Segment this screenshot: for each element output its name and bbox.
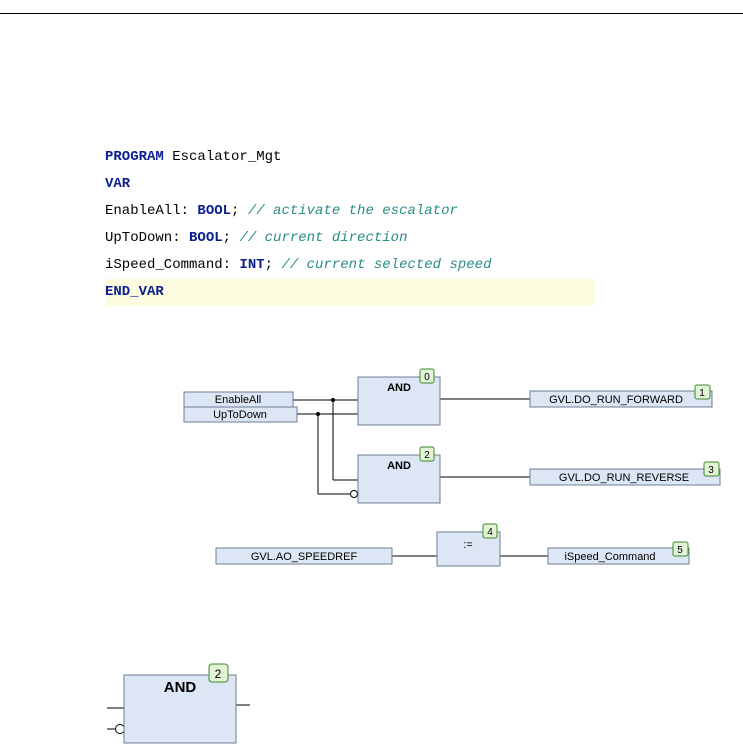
- input-speedref-label: GVL.AO_SPEEDREF: [251, 551, 358, 563]
- code-editor[interactable]: PROGRAM Escalator_Mgt VAR EnableAll: BOO…: [105, 144, 595, 306]
- assign-block-4-index: 4: [487, 527, 493, 538]
- var-type-uptodown: BOOL: [189, 230, 223, 246]
- input-enableall[interactable]: EnableAll: [183, 391, 294, 408]
- output-forward[interactable]: GVL.DO_RUN_FORWARD: [529, 390, 713, 408]
- index-badge: 0: [419, 368, 435, 384]
- input-uptodown[interactable]: UpToDown: [183, 406, 298, 423]
- var-name-uptodown: UpToDown:: [105, 230, 190, 246]
- and-block-0-index: 0: [424, 372, 430, 383]
- keyword-var: VAR: [105, 176, 131, 192]
- input-enableall-label: EnableAll: [215, 394, 261, 406]
- semicolon: ;: [231, 203, 248, 219]
- index-badge: 2: [208, 663, 229, 683]
- index-badge: 2: [419, 446, 435, 462]
- output-reverse-index: 3: [708, 465, 714, 476]
- output-forward-label: GVL.DO_RUN_FORWARD: [549, 394, 683, 406]
- keyword-end-var: END_VAR: [105, 284, 164, 300]
- input-speedref[interactable]: GVL.AO_SPEEDREF: [215, 547, 393, 565]
- output-speed-index: 5: [677, 545, 683, 556]
- comment-enableall: // activate the escalator: [247, 203, 458, 219]
- output-forward-index: 1: [699, 388, 705, 399]
- index-badge: 3: [703, 461, 720, 477]
- code-line-enableall: EnableAll: BOOL; // activate the escalat…: [105, 198, 595, 225]
- and-block-0[interactable]: AND: [357, 376, 441, 426]
- output-reverse-label: GVL.DO_RUN_REVERSE: [559, 472, 689, 484]
- output-speed[interactable]: iSpeed_Command: [547, 547, 690, 565]
- input-uptodown-label: UpToDown: [213, 409, 267, 421]
- code-line-uptodown: UpToDown: BOOL; // current direction: [105, 225, 595, 252]
- assign-block-4-label: :=: [463, 539, 472, 551]
- junction-dot: [316, 412, 320, 416]
- code-line-var: VAR: [105, 171, 595, 198]
- wires: [293, 398, 548, 557]
- var-type-ispeed: INT: [239, 257, 265, 273]
- and-block-2-index: 2: [424, 450, 430, 461]
- output-reverse[interactable]: GVL.DO_RUN_REVERSE: [529, 468, 721, 486]
- index-badge: 5: [672, 541, 689, 557]
- semicolon: ;: [222, 230, 240, 246]
- and-block-0-label: AND: [387, 382, 411, 394]
- code-line-program: PROGRAM Escalator_Mgt: [105, 144, 595, 171]
- detail-and-block-label: AND: [164, 679, 197, 696]
- junction-dot: [331, 398, 335, 402]
- code-line-end-var: END_VAR: [105, 279, 595, 306]
- var-type-enableall: BOOL: [197, 203, 232, 219]
- detail-wires: [107, 704, 250, 730]
- and-block-2[interactable]: AND: [357, 454, 441, 504]
- and-block-2-label: AND: [387, 460, 411, 472]
- comment-uptodown: // current direction: [239, 230, 408, 246]
- var-name-ispeed: iSpeed_Command:: [105, 257, 240, 273]
- detail-and-block[interactable]: AND: [123, 674, 237, 744]
- code-line-ispeed: iSpeed_Command: INT; // current selected…: [105, 252, 595, 279]
- program-name: Escalator_Mgt: [163, 149, 282, 165]
- page-top-rule: [0, 13, 743, 14]
- output-speed-label: iSpeed_Command: [564, 551, 655, 563]
- detail-and-block-index: 2: [215, 667, 222, 681]
- semicolon: ;: [264, 257, 282, 273]
- detail-negation-circle: [115, 724, 125, 734]
- comment-ispeed: // current selected speed: [281, 257, 492, 273]
- negation-circle: [350, 490, 358, 498]
- var-name-enableall: EnableAll:: [105, 203, 198, 219]
- index-badge: 1: [694, 384, 711, 400]
- index-badge: 4: [482, 523, 498, 539]
- keyword-program: PROGRAM: [105, 149, 164, 165]
